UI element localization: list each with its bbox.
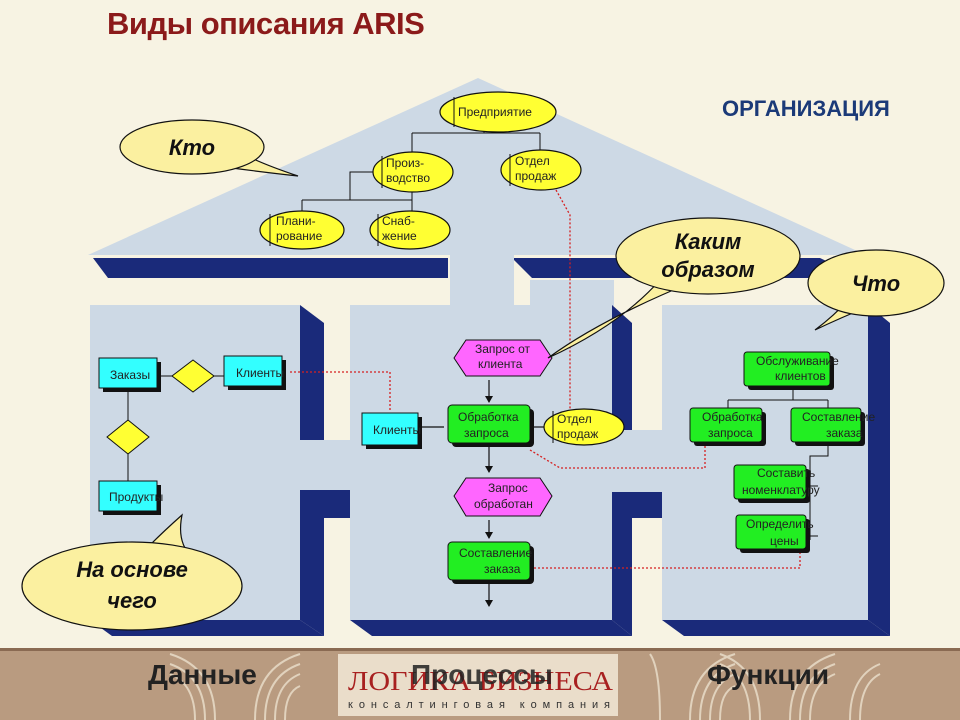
svg-text:продаж: продаж: [557, 427, 598, 441]
event-processed: Запрос обработан: [453, 477, 553, 517]
svg-text:Что: Что: [852, 271, 900, 296]
svg-text:продаж: продаж: [515, 169, 556, 183]
svg-text:Произ-: Произ-: [386, 156, 424, 170]
svg-text:обработан: обработан: [474, 497, 533, 511]
fn-client-service: Обслуживание клиентов: [743, 351, 839, 387]
entity-clients: Клиенты: [223, 355, 284, 387]
data-view: Заказы Клиенты Продукты: [98, 355, 286, 515]
roof-shadow-left: [93, 258, 448, 278]
org-chart: Предприятие Произ- водство Отдел продаж …: [259, 91, 582, 250]
footer-logo-sub: консалтинговая компания: [348, 699, 613, 711]
svg-text:Снаб-: Снаб-: [382, 214, 415, 228]
cross-links: [290, 189, 801, 569]
organization-label: ОРГАНИЗАЦИЯ: [722, 96, 890, 121]
svg-text:клиентов: клиентов: [775, 369, 826, 383]
footer-band: ЛОГИКА БИЗНЕСА консалтинговая компания Д…: [0, 648, 960, 720]
svg-text:чего: чего: [107, 588, 157, 613]
svg-text:На основе: На основе: [76, 557, 188, 582]
callout-who: Кто: [119, 119, 299, 177]
svg-text:Составление: Составление: [802, 410, 875, 424]
org-enterprise-label: Предприятие: [458, 105, 532, 119]
page-title: Виды описания ARIS: [107, 6, 425, 41]
footer-logo: ЛОГИКА БИЗНЕСА: [348, 666, 614, 696]
svg-text:Обслуживание: Обслуживание: [756, 354, 839, 368]
svg-text:Обработка: Обработка: [702, 410, 763, 424]
process-view: Запрос от клиента Клиенты Обработка запр…: [361, 339, 625, 607]
svg-text:Составить: Составить: [757, 466, 815, 480]
footer-ornament-left: [169, 653, 301, 720]
fn-nomenclature: Составить номенклатуру: [733, 464, 820, 500]
fn-compose-order: Составление заказа: [790, 407, 875, 443]
process-clients: Клиенты: [361, 412, 421, 446]
svg-text:Продукты: Продукты: [109, 490, 163, 504]
svg-text:Составление: Составление: [459, 546, 532, 560]
function-compose-order: Составление заказа: [447, 541, 532, 581]
svg-text:запроса: запроса: [464, 426, 509, 440]
relation-diamond: [106, 419, 150, 455]
svg-text:Каким: Каким: [675, 229, 742, 254]
svg-text:заказа: заказа: [484, 562, 521, 576]
org-supply: Снаб- жение: [369, 210, 451, 250]
svg-text:Запрос от: Запрос от: [475, 342, 531, 356]
entity-products: Продукты: [98, 480, 163, 512]
relation-diamond: [171, 359, 215, 393]
svg-text:цены: цены: [770, 534, 799, 548]
svg-text:Кто: Кто: [169, 135, 215, 160]
footer-ornament-right: [649, 653, 881, 720]
svg-text:Определить: Определить: [746, 517, 814, 531]
svg-text:Обработка: Обработка: [458, 410, 519, 424]
svg-text:Клиенты: Клиенты: [373, 423, 421, 437]
event-request: Запрос от клиента: [453, 339, 553, 377]
svg-text:Отдел: Отдел: [515, 154, 550, 168]
callout-how: Каким образом: [547, 217, 801, 359]
footer-data-label: Данные: [148, 659, 257, 690]
svg-text:Плани-: Плани-: [276, 214, 316, 228]
svg-text:образом: образом: [661, 257, 754, 282]
fn-prices: Определить цены: [735, 514, 814, 550]
org-unit-sales: Отдел продаж: [543, 408, 625, 446]
svg-text:Заказы: Заказы: [110, 368, 150, 382]
footer-functions-label: Функции: [707, 659, 829, 690]
svg-text:рование: рование: [276, 229, 323, 243]
svg-text:запроса: запроса: [708, 426, 753, 440]
org-enterprise: Предприятие: [439, 91, 557, 133]
svg-text:Отдел: Отдел: [557, 412, 592, 426]
svg-text:Запрос: Запрос: [488, 481, 528, 495]
function-processing: Обработка запроса: [447, 404, 531, 444]
roof: [88, 78, 866, 255]
function-view: Обслуживание клиентов Обработка запроса …: [689, 351, 875, 553]
svg-text:водство: водство: [386, 171, 430, 185]
roof-connector: [450, 250, 514, 310]
svg-text:жение: жение: [382, 229, 417, 243]
callout-what: Что: [807, 249, 945, 331]
fn-request-processing: Обработка запроса: [689, 407, 763, 443]
footer-processes-label: Процессы: [411, 659, 553, 690]
svg-text:клиента: клиента: [478, 357, 523, 371]
org-sales: Отдел продаж: [500, 149, 582, 191]
svg-text:заказа: заказа: [826, 426, 863, 440]
svg-text:номенклатуру: номенклатуру: [742, 483, 820, 497]
entity-orders: Заказы: [98, 357, 158, 389]
org-planning: Плани- рование: [259, 210, 345, 250]
org-production: Произ- водство: [372, 151, 454, 193]
svg-text:Клиенты: Клиенты: [236, 366, 284, 380]
callout-basis: На основе чего: [21, 513, 243, 631]
